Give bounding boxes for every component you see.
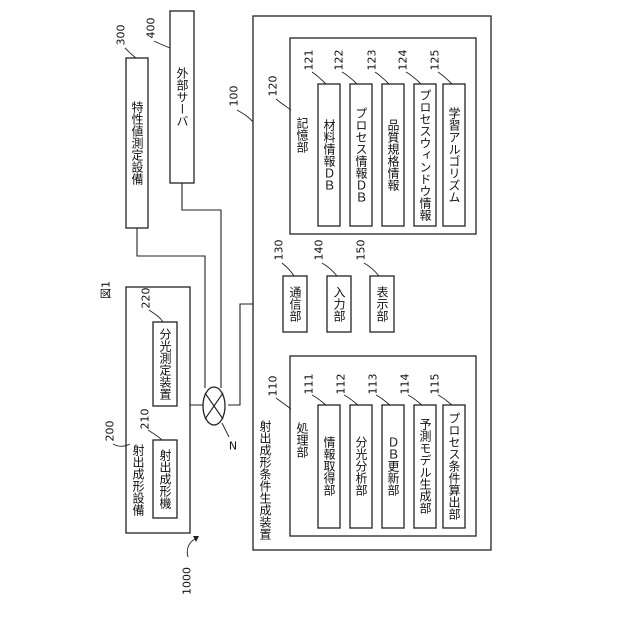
processor-item-ref-115: 115 — [429, 374, 442, 395]
spectrometer-ref: 220 — [140, 288, 153, 309]
processor-item-ref-113: 113 — [367, 374, 380, 395]
processor-item-label-114: 予測モデル生成部 — [418, 418, 432, 514]
network-label: N — [229, 440, 237, 453]
external-server: 外部サーバ 400 — [145, 11, 195, 183]
molding-condition-generator: 射出成形条件生成装置 100 記憶部 120 材料情報ＤＢ 121 プロセス情報… — [228, 16, 492, 550]
storage-item-label-121: 材料情報ＤＢ — [322, 119, 336, 191]
storage-item-ref-123: 123 — [366, 50, 379, 71]
communication-unit-label: 通信部 — [288, 286, 302, 322]
processor-item-label-112: 分光分析部 — [354, 436, 368, 496]
molding-equipment-label: 射出成形設備 — [131, 443, 145, 517]
network-node: N — [203, 387, 237, 453]
property-equipment-label: 特性値測定設備 — [130, 100, 144, 186]
external-server-leader — [154, 41, 170, 48]
injection-machine-ref: 210 — [139, 409, 152, 430]
molding-equipment-ref: 200 — [104, 421, 117, 442]
processor-item-label-111: 情報取得部 — [322, 436, 336, 496]
property-measurement-equipment: 特性値測定設備 300 — [115, 25, 149, 229]
processor-item-label-115: プロセス条件算出部 — [447, 412, 461, 520]
input-unit-ref: 140 — [313, 240, 326, 261]
display-unit-label: 表示部 — [375, 286, 389, 322]
property-equipment-ref: 300 — [115, 25, 128, 46]
storage-item-ref-121: 121 — [303, 50, 316, 71]
storage-item-ref-124: 124 — [397, 50, 410, 71]
spectrometer-label: 分光測定装置 — [158, 328, 172, 400]
processor-item-ref-112: 112 — [335, 374, 348, 395]
storage-item-label-125: 学習アルゴリズム — [447, 106, 461, 203]
injection-machine-label: 射出成形機 — [158, 448, 172, 509]
external-server-ref: 400 — [145, 18, 158, 39]
storage-item-ref-125: 125 — [429, 50, 442, 71]
generator-label: 射出成形条件生成装置 — [258, 419, 272, 540]
system-ref: 1000 — [181, 567, 194, 595]
processor-item-label-113: ＤＢ更新部 — [386, 436, 400, 496]
system-ref-arrow — [187, 539, 195, 557]
storage-item-label-123: 品質規格情報 — [386, 119, 400, 192]
communication-unit-ref: 130 — [273, 240, 286, 261]
injection-molding-equipment: 射出成形設備 200 射出成形機 210 分光測定装置 220 — [104, 287, 191, 533]
generator-leader — [237, 110, 253, 122]
system-reference: 1000 — [181, 536, 200, 595]
storage-item-label-124: プロセスウィンドウ情報 — [418, 89, 432, 222]
processor-ref: 110 — [267, 376, 280, 397]
storage-ref: 120 — [267, 76, 280, 97]
processor-item-ref-111: 111 — [303, 374, 316, 395]
display-unit-ref: 150 — [355, 240, 368, 261]
generator-ref: 100 — [228, 86, 241, 107]
property-equipment-leader — [125, 48, 136, 58]
external-server-label: 外部サーバ — [175, 67, 189, 127]
system-ref-arrowhead — [193, 536, 199, 542]
input-unit-label: 入力部 — [332, 286, 346, 322]
storage-label: 記憶部 — [295, 116, 309, 153]
storage-item-label-122: プロセス情報ＤＢ — [354, 107, 368, 203]
processor-label: 処理部 — [295, 422, 309, 458]
storage-item-ref-122: 122 — [333, 50, 346, 71]
processor-item-ref-114: 114 — [399, 374, 412, 395]
figure-label: 図1 — [100, 281, 113, 299]
